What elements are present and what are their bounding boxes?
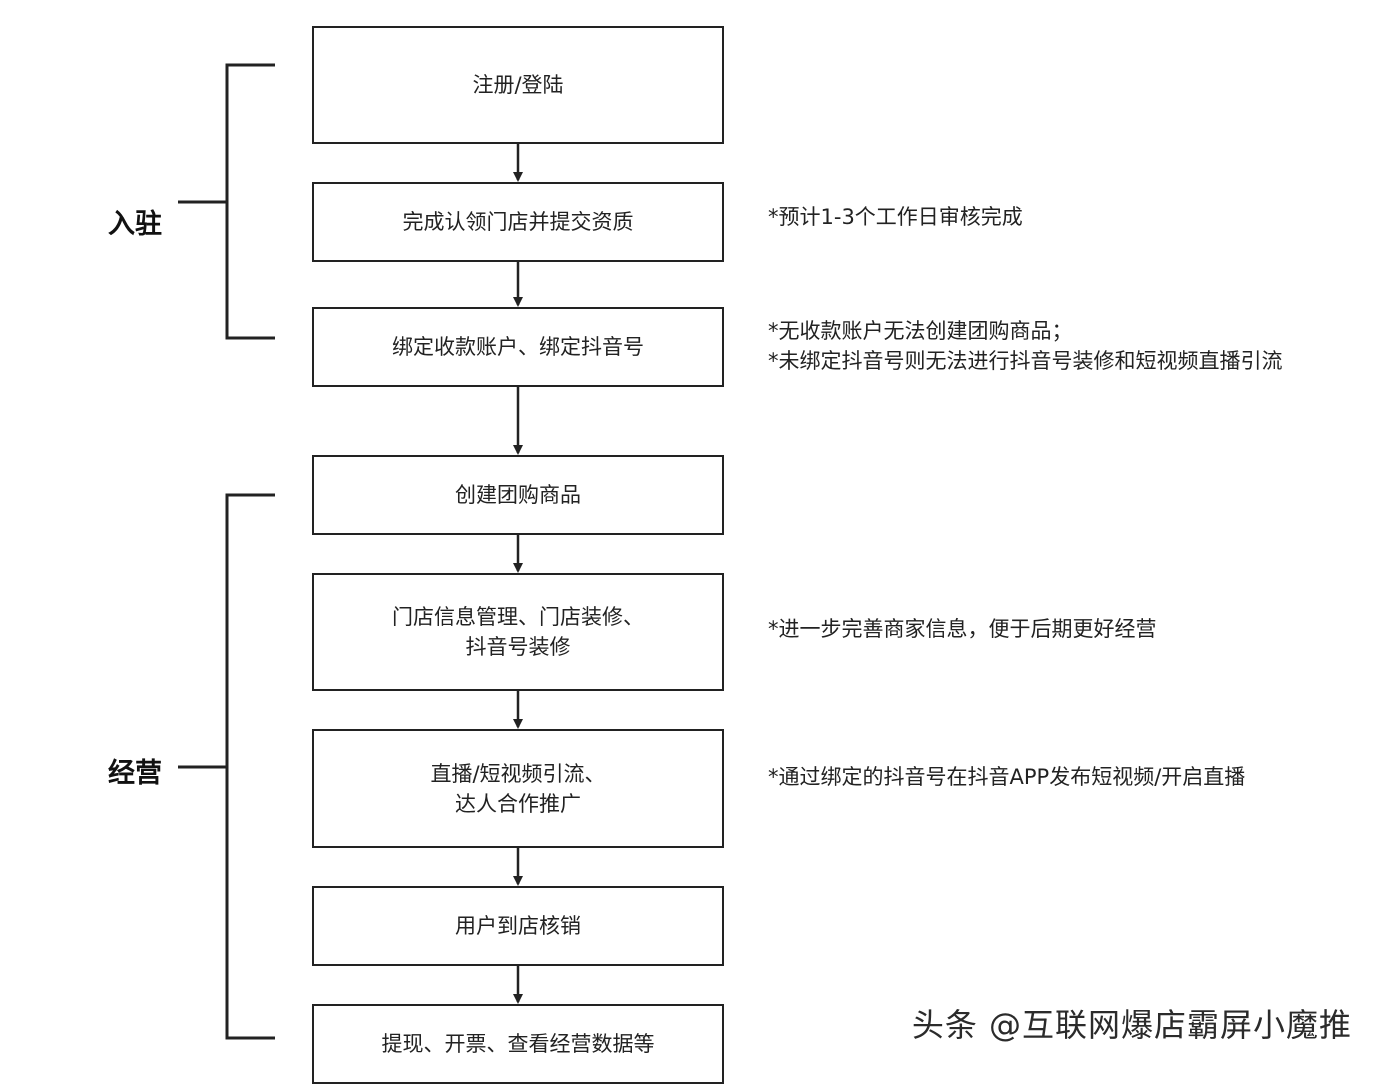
note-line-1: *无收款账户无法创建团购商品； xyxy=(768,319,1073,343)
note-line: *通过绑定的抖音号在抖音APP发布短视频/开启直播 xyxy=(768,765,1246,789)
step-text: 提现、开票、查看经营数据等 xyxy=(381,1032,655,1056)
step-livestream-video-promotion: 直播/短视频引流、 达人合作推广 xyxy=(312,729,724,848)
step-customer-verification: 用户到店核销 xyxy=(312,886,724,966)
note-line: *预计1-3个工作日审核完成 xyxy=(768,205,1023,229)
step-text: 创建团购商品 xyxy=(455,483,581,507)
phase-label-operate: 经营 xyxy=(108,758,162,789)
step-text-line-2: 抖音号装修 xyxy=(465,635,571,659)
step-withdraw-invoice-data: 提现、开票、查看经营数据等 xyxy=(312,1004,724,1084)
note-binding-requirements: *无收款账户无法创建团购商品； *未绑定抖音号则无法进行抖音号装修和短视频直播引… xyxy=(768,316,1283,376)
step-claim-store-submit-qualification: 完成认领门店并提交资质 xyxy=(312,182,724,262)
phase-bracket-operate xyxy=(178,493,275,1040)
step-text-line-2: 达人合作推广 xyxy=(455,791,581,816)
phase-bracket-settle xyxy=(178,63,275,340)
step-text: 绑定收款账户、绑定抖音号 xyxy=(392,335,644,359)
source-watermark: 头条 @互联网爆店霸屏小魔推 xyxy=(911,1006,1352,1044)
note-douyin-publish: *通过绑定的抖音号在抖音APP发布短视频/开启直播 xyxy=(768,762,1245,792)
step-text: 用户到店核销 xyxy=(455,914,581,938)
note-review-time: *预计1-3个工作日审核完成 xyxy=(768,202,1023,232)
step-text-line-1: 门店信息管理、门店装修、 xyxy=(392,605,644,629)
step-bind-payment-and-douyin: 绑定收款账户、绑定抖音号 xyxy=(312,307,724,387)
step-store-info-decoration: 门店信息管理、门店装修、 抖音号装修 xyxy=(312,573,724,691)
step-register-login: 注册/登陆 xyxy=(312,26,724,144)
note-line-2: *未绑定抖音号则无法进行抖音号装修和短视频直播引流 xyxy=(768,349,1283,373)
phase-label-settle: 入驻 xyxy=(108,209,162,240)
step-text-line-1: 直播/短视频引流、 xyxy=(430,761,606,786)
step-text: 注册/登陆 xyxy=(472,73,564,97)
step-create-group-buy-product: 创建团购商品 xyxy=(312,455,724,535)
step-text: 完成认领门店并提交资质 xyxy=(402,210,634,234)
note-line: *进一步完善商家信息，便于后期更好经营 xyxy=(768,617,1157,641)
note-merchant-info: *进一步完善商家信息，便于后期更好经营 xyxy=(768,614,1157,644)
